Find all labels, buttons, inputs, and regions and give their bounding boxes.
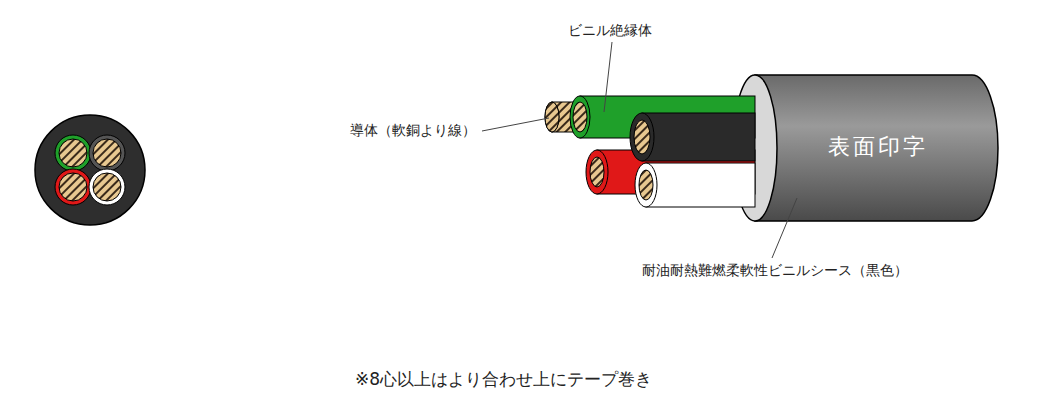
note: ※8心以上はより合わせ上にテープ巻き xyxy=(355,369,652,389)
conductor-label: 導体（軟銅より線） xyxy=(350,122,476,139)
cross-section xyxy=(35,115,145,225)
black-core xyxy=(630,113,755,161)
sheath-label: 耐油耐熱難燃柔軟性ビニルシース（黒色） xyxy=(642,262,908,279)
insulation-label: ビニル絶縁体 xyxy=(568,22,652,39)
surface-print: 表面印字 xyxy=(828,134,928,160)
sheath xyxy=(733,75,998,221)
white-core xyxy=(635,163,755,207)
leader-lines xyxy=(482,42,797,258)
